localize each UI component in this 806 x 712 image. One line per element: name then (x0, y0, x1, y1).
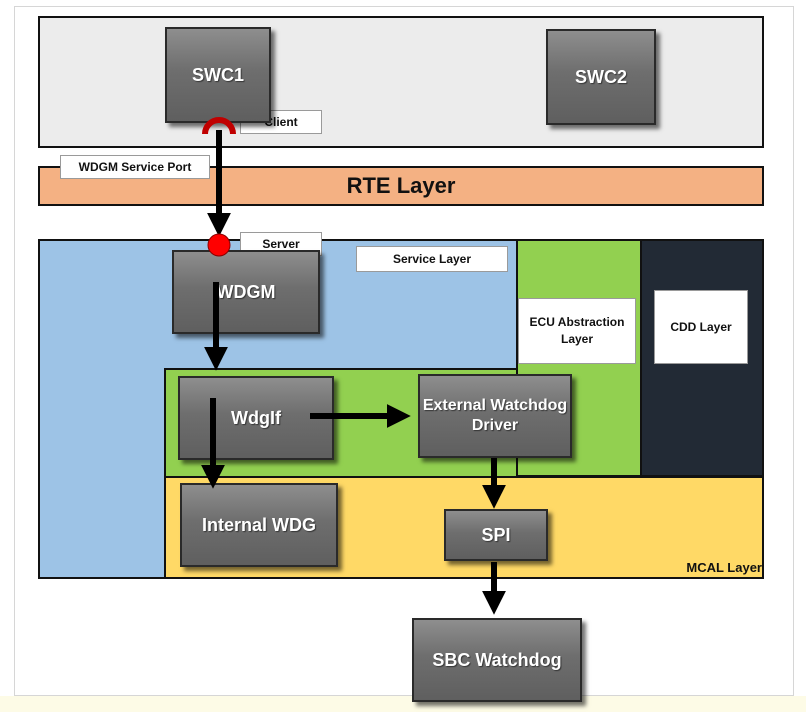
mcal-layer-label: MCAL Layer (686, 560, 762, 575)
wdgif-component: WdgIf (178, 376, 334, 460)
bottom-strip (0, 696, 806, 712)
rte-layer-panel (38, 166, 764, 206)
ecu-abstraction-layer-label: ECU Abstraction Layer (518, 298, 636, 364)
server-port-icon (207, 233, 231, 257)
rte-layer-label: RTE Layer (346, 173, 456, 198)
cdd-layer-label: CDD Layer (654, 290, 748, 364)
wdgm-service-port-label: WDGM Service Port (60, 155, 210, 179)
sbc-watchdog-component: SBC Watchdog (412, 618, 582, 702)
swc2-component: SWC2 (546, 29, 656, 125)
service-layer-label: Service Layer (356, 246, 508, 272)
client-port-icon (202, 117, 236, 135)
internal-wdg-component: Internal WDG (180, 483, 338, 567)
spi-component: SPI (444, 509, 548, 561)
swc1-component: SWC1 (165, 27, 271, 123)
external-watchdog-driver-component: External Watchdog Driver (418, 374, 572, 458)
wdgm-component: WDGM (172, 250, 320, 334)
